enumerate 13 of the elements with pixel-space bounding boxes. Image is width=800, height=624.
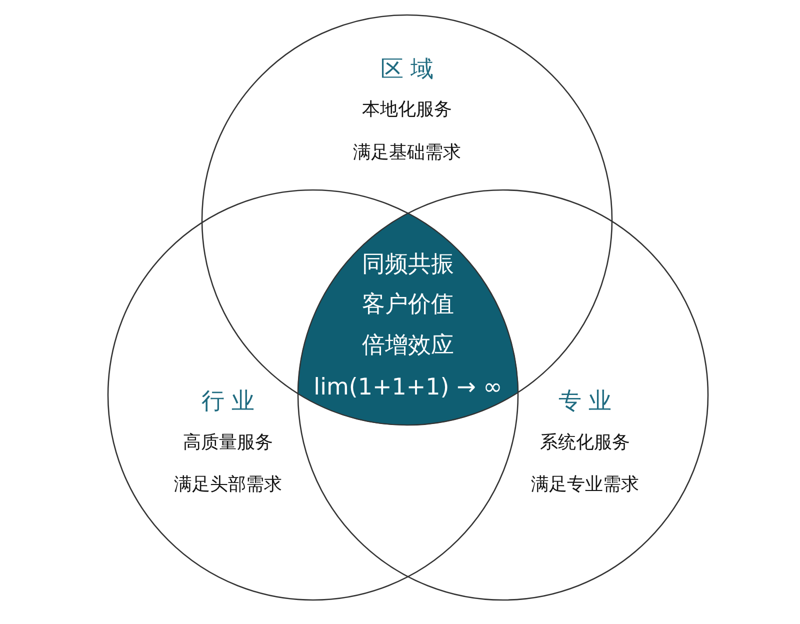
center-text: 同频共振 [362, 252, 454, 278]
circle-text: 高质量服务 [183, 433, 273, 453]
circle-heading: 行 业 [201, 389, 255, 415]
circle-text: 满足专业需求 [531, 475, 639, 495]
center-text: 客户价值 [362, 292, 454, 318]
circle-text: 系统化服务 [540, 433, 630, 453]
circle-text: 满足头部需求 [174, 475, 282, 495]
center-text: 倍增效应 [362, 333, 454, 359]
circle-heading: 专 业 [558, 389, 612, 415]
formula-text: lim(1+1+1) → ∞ [314, 375, 502, 401]
circle-text: 满足基础需求 [353, 143, 461, 163]
circle-heading: 区 域 [380, 57, 434, 83]
circle-text: 本地化服务 [362, 100, 452, 120]
